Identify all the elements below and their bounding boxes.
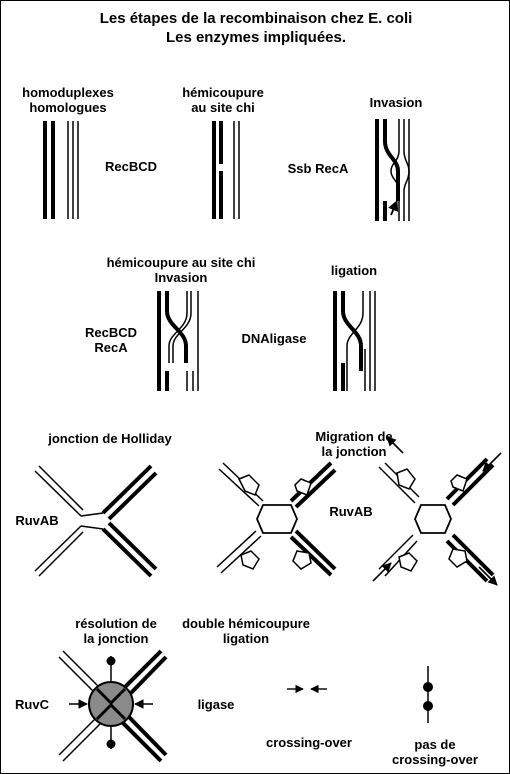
holliday-junction-label: jonction de Holliday [48, 431, 172, 446]
ssb-reca-label: Ssb RecA [287, 161, 349, 176]
migration-arrow-bottom [372, 562, 392, 582]
ruvab-left-label: RuvAB [15, 513, 59, 528]
chi-site-nick-strands [212, 121, 240, 219]
ligation-strands [333, 291, 376, 391]
nick-invasion-label: hémicoupure au site chi Invasion [106, 255, 256, 285]
branch-migration [378, 457, 495, 583]
recbcd-label: RecBCD [104, 159, 157, 174]
migration-arrow-left [386, 436, 404, 454]
recbcd-reca-label: RecBCD RecA [84, 325, 137, 355]
homoduplex-label: homoduplexes homologues [22, 85, 114, 115]
strand-invasion-drawing [375, 119, 410, 221]
dnaligase-label: DNAligase [241, 331, 307, 346]
migration-label: Migration de la jonction [315, 429, 393, 459]
no-crossing-over-label: pas de crossing-over [392, 737, 478, 767]
figure-title-line2: Les enzymes impliquées. [165, 29, 347, 46]
ligase-label: ligase [197, 697, 235, 712]
homoduplex-dna-strands [43, 121, 79, 219]
migration-arrow-right [478, 566, 498, 586]
ruvc-label: RuvC [15, 697, 49, 712]
nick-label: hémicoupure au site chi [182, 85, 264, 115]
ruvc-resolution [58, 649, 168, 763]
migration-arrow-top [482, 452, 502, 472]
invasion-arrow [388, 200, 399, 216]
double-nick-label: double hémicoupure ligation [182, 616, 310, 646]
figure-title-line1: Les étapes de la recombinaison chez E. c… [99, 10, 413, 27]
ruvab-complex [216, 461, 337, 577]
resolution-label: résolution de la jonction [75, 616, 157, 646]
nick-invasion-strands [157, 291, 199, 391]
no-crossing-over-symbol [423, 666, 433, 723]
invasion-label: Invasion [369, 95, 423, 110]
ligation-label: ligation [330, 263, 378, 278]
holliday-junction [34, 464, 158, 578]
ruvab-right-label: RuvAB [329, 504, 373, 519]
crossing-over-label: crossing-over [266, 735, 352, 750]
